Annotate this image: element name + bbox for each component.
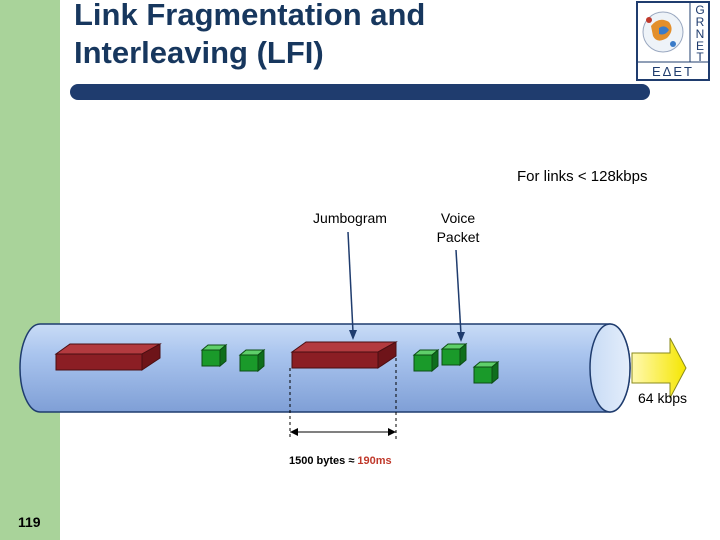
slide-title: Link Fragmentation and Interleaving (LFI… xyxy=(74,0,426,70)
logo-letter-n: N xyxy=(696,27,705,41)
title-area xyxy=(60,0,652,76)
grnet-logo: G R N E T ΕΔΕΤ xyxy=(636,1,710,81)
voice-packet xyxy=(472,360,500,385)
jumbogram-label: Jumbogram xyxy=(313,210,387,226)
fragment-bytes: 1500 bytes xyxy=(289,455,346,467)
voice-packet xyxy=(412,348,440,373)
logo-letter-e: E xyxy=(696,39,704,53)
page-number: 119 xyxy=(18,514,41,530)
jumbogram-fragment xyxy=(54,343,162,371)
voice-packet-label: Voice Packet xyxy=(436,210,480,245)
approx-symbol: ≈ xyxy=(345,455,358,467)
jumbogram-pointer xyxy=(347,231,357,340)
link-speed-note: For links < 128kbps xyxy=(517,168,648,185)
fragment-size-dimension xyxy=(289,358,397,440)
output-arrow xyxy=(631,337,687,399)
fragment-size-label: 1500 bytes ≈ 190ms xyxy=(289,455,392,467)
title-underline xyxy=(70,84,650,100)
voice-packet-pointer xyxy=(455,249,465,342)
jumbogram-fragment xyxy=(290,341,398,369)
logo-letter-g: G xyxy=(695,3,704,17)
voice-packet xyxy=(440,342,468,367)
logo-letter-r: R xyxy=(696,15,705,29)
fragment-delay: 190ms xyxy=(357,455,392,467)
logo-caption: ΕΔΕΤ xyxy=(652,64,694,79)
link-speed-label: 64 kbps xyxy=(638,390,688,406)
voice-packet xyxy=(200,343,228,368)
logo-letter-t: T xyxy=(696,50,704,64)
side-accent-bar xyxy=(0,0,60,540)
voice-packet xyxy=(238,348,266,373)
